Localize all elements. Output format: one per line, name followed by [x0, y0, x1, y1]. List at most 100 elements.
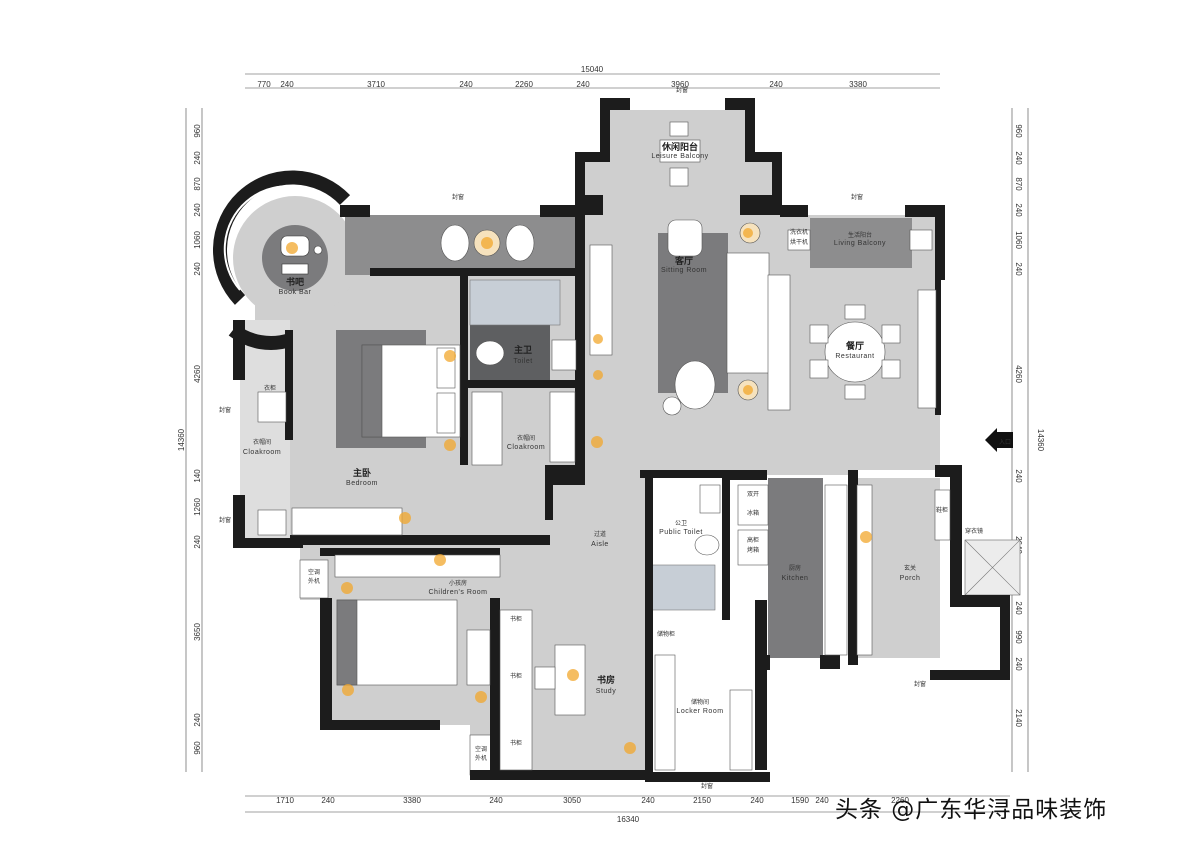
porch-zh: 玄关 [904, 564, 916, 572]
sitting-room-zh: 客厅 [674, 255, 693, 267]
kitchen-zh: 厨房 [789, 564, 801, 572]
childrens-room-zh: 小孩房 [449, 579, 467, 587]
right-dim-13: 2140 [1014, 709, 1023, 727]
sealed-window-tag-7: 封窗 [914, 680, 926, 688]
right-dim-1: 960 [1014, 124, 1023, 138]
bottom-dim-8: 240 [750, 796, 764, 805]
top-dim-8: 240 [769, 80, 783, 89]
restaurant-en: Restaurant [835, 353, 874, 360]
left-dim-4: 240 [193, 203, 202, 217]
entrance-tag: 入口 [999, 439, 1011, 446]
cloakroom-west-zh: 衣帽间 [253, 438, 271, 446]
bottom-dim-3: 3380 [403, 796, 421, 805]
sealed-window-tag-2: 封窗 [452, 193, 464, 201]
toilet-zh: 主卫 [514, 344, 532, 356]
book-bar-en: Book Bar [279, 289, 312, 296]
right-dim-7: 4260 [1014, 365, 1023, 383]
left-dim-10: 240 [193, 535, 202, 549]
bottom-dim-2: 240 [321, 796, 335, 805]
leisure-balcony-zh: 休闲阳台 [661, 141, 698, 153]
ceiling-lamps [286, 228, 872, 754]
bottom-dim-4: 240 [489, 796, 503, 805]
book-cabinet-tag-3: 书柜 [510, 739, 522, 747]
fixture-tags: 封窗 封窗 封窗 封窗 封窗 封窗 封窗 双开 冰箱 高柜 烤箱 空调 外机 空… [219, 86, 1011, 790]
left-dim-3: 870 [193, 177, 202, 191]
master-bedroom-en: Bedroom [346, 480, 378, 487]
left-dim-13: 960 [193, 741, 202, 755]
dryer-tag: 烘干机 [790, 238, 808, 246]
top-total-dimension: 15040 [581, 65, 604, 74]
study-en: Study [596, 688, 616, 695]
top-dim-4: 240 [459, 80, 473, 89]
top-dim-2: 240 [280, 80, 294, 89]
sealed-window-tag-1: 封窗 [676, 86, 688, 94]
top-dim-3: 3710 [367, 80, 385, 89]
left-dim-1: 960 [193, 124, 202, 138]
public-toilet-en: Public Toilet [659, 529, 703, 536]
left-dim-8: 140 [193, 469, 202, 483]
book-bar-zh: 书吧 [286, 276, 304, 288]
entrance-arrow-icon [985, 428, 1013, 452]
bottom-dim-5: 3050 [563, 796, 581, 805]
locker-room-zh: 储物间 [691, 698, 709, 706]
right-dim-2: 240 [1014, 151, 1023, 165]
furniture [257, 121, 951, 771]
bottom-dim-7: 2150 [693, 796, 711, 805]
left-dim-12: 240 [193, 713, 202, 727]
living-balcony-en: Living Balcony [834, 240, 886, 247]
right-dim-12: 240 [1014, 657, 1023, 671]
childrens-room-en: Children's Room [428, 589, 487, 596]
restaurant-zh: 餐厅 [845, 340, 864, 352]
cloakroom-master-en: Cloakroom [507, 444, 545, 451]
ac-tag-1b: 外机 [308, 577, 320, 585]
cloakroom-west-en: Cloakroom [243, 449, 281, 456]
top-dim-5: 2260 [515, 80, 533, 89]
sealed-window-tag-5: 封窗 [219, 516, 231, 524]
storage-cabinet-tag: 储物柜 [657, 630, 675, 638]
dress-mirror-tag: 穿衣镜 [965, 527, 983, 535]
left-total-dimension: 14360 [177, 428, 186, 451]
left-dims: 960 240 870 240 1060 240 4260 140 1260 2… [193, 124, 202, 755]
right-dim-10: 240 [1014, 601, 1023, 615]
top-dim-7: 3960 [671, 80, 689, 89]
aisle-zh: 过道 [594, 530, 606, 538]
laundry-tag: 洗衣机 [790, 228, 808, 236]
left-dim-7: 4260 [193, 365, 202, 383]
master-bedroom-zh: 主卧 [353, 467, 371, 479]
sealed-window-tag-3: 封窗 [851, 193, 863, 201]
right-total-dimension: 14360 [1036, 429, 1045, 452]
right-dim-5: 1060 [1014, 231, 1023, 249]
bottom-dim-9: 1590 [791, 796, 809, 805]
leisure-balcony-en: Leisure Balcony [651, 153, 708, 160]
fridge-pair-tag: 双开 [747, 491, 759, 498]
right-dims: 960 240 870 240 1060 240 4260 240 2640 2… [1014, 124, 1023, 727]
right-dim-8: 240 [1014, 469, 1023, 483]
top-dim-9: 3380 [849, 80, 867, 89]
dimension-lines [185, 73, 1029, 813]
left-dim-11: 3650 [193, 623, 202, 641]
ac-tag-2b: 外机 [475, 754, 487, 762]
shoe-cabinet-tag: 鞋柜 [936, 506, 948, 514]
kitchen-en: Kitchen [782, 575, 809, 582]
toilet-en: Toilet [513, 358, 532, 365]
walls [233, 98, 1010, 782]
bottom-dim-1: 1710 [276, 796, 294, 805]
sealed-window-tag-6: 封窗 [701, 782, 713, 790]
right-dim-4: 240 [1014, 203, 1023, 217]
locker-room-en: Locker Room [676, 708, 723, 715]
bottom-dim-6: 240 [641, 796, 655, 805]
left-dim-9: 1260 [193, 498, 202, 516]
top-dim-6: 240 [576, 80, 590, 89]
left-dim-6: 240 [193, 262, 202, 276]
left-dim-5: 1060 [193, 231, 202, 249]
fridge-tag: 冰箱 [747, 509, 759, 517]
porch-en: Porch [900, 575, 921, 582]
bottom-dim-11: 2260 [891, 796, 909, 805]
ac-tag-1a: 空调 [308, 568, 320, 576]
aisle-en: Aisle [591, 541, 609, 548]
right-dim-3: 870 [1014, 177, 1023, 191]
book-bar-ring [213, 170, 351, 350]
top-dim-1: 770 [257, 80, 271, 89]
wardrobe-tag: 衣柜 [264, 384, 276, 392]
